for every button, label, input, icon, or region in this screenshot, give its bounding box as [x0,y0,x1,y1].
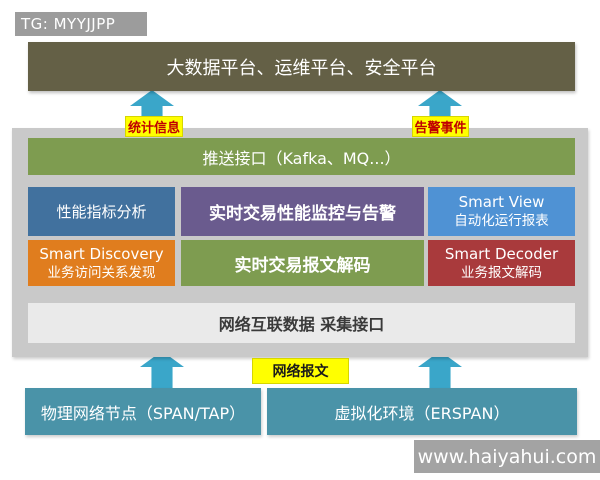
platform-bar: 大数据平台、运维平台、安全平台 [28,42,575,91]
module-subtitle: 业务报文解码 [461,264,542,281]
flow-label-statistics: 统计信息 [125,116,183,137]
module-title: Smart View [458,193,545,211]
push-interface-bar: 推送接口（Kafka、MQ...） [28,138,575,175]
module-smart-discovery: Smart Discovery 业务访问关系发现 [28,240,175,286]
collect-interface-bar: 网络互联数据 采集接口 [28,303,575,343]
module-realtime-monitoring: 实时交易性能监控与告警 [181,187,424,236]
module-subtitle: 自动化运行报表 [454,213,549,229]
site-watermark: www.haiyahui.com [414,440,600,473]
module-subtitle: 业务访问关系发现 [47,264,156,281]
module-performance-analysis: 性能指标分析 [28,187,175,236]
module-realtime-decode: 实时交易报文解码 [181,240,424,286]
module-title: Smart Decoder [444,244,559,263]
module-smart-view: Smart View 自动化运行报表 [428,187,575,236]
flow-label-alerts: 告警事件 [412,116,469,137]
source-physical-network: 物理网络节点（SPAN/TAP） [25,388,261,435]
module-title: Smart Discovery [39,244,164,263]
module-smart-decoder: Smart Decoder 业务报文解码 [428,240,575,286]
flow-label-network-packet: 网络报文 [252,358,349,384]
tg-badge: TG: MYYJJPP [15,12,147,36]
source-virtual-environment: 虚拟化环境（ERSPAN） [267,388,577,435]
